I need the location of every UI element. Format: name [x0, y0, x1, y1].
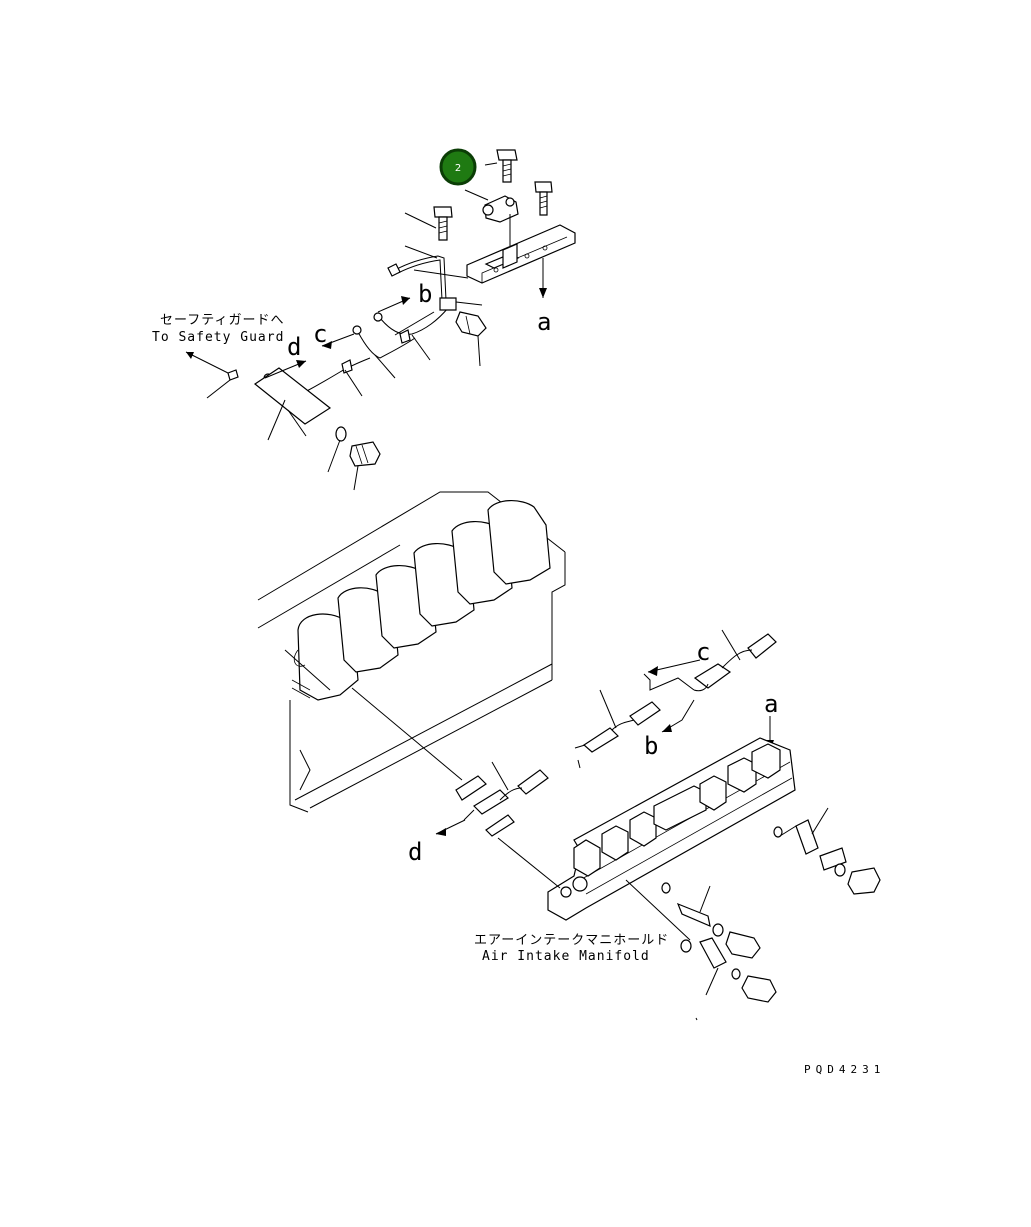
clamp-plate: [253, 367, 332, 437]
air-intake-manifold: [351, 687, 796, 921]
callout-badge[interactable]: 2: [439, 148, 477, 186]
letter-b-top: b: [418, 280, 432, 308]
drawing-code: PQD4231: [804, 1063, 885, 1076]
mounting-bracket: [466, 224, 576, 284]
bolt-top-1: [496, 149, 518, 183]
engine-block: [257, 491, 566, 813]
letter-c-top: c: [313, 320, 327, 348]
bolt-top-3: [433, 206, 453, 241]
top-assembly: [185, 149, 576, 491]
bolt-bottom-left: [335, 426, 381, 467]
safety-guard-label-en: To Safety Guard: [152, 330, 284, 345]
arrows-top: [185, 262, 547, 379]
manifold-label-jp: エアーインテークマニホールド: [474, 933, 669, 948]
harness-b: [574, 689, 661, 769]
harness-c: [693, 629, 777, 692]
sensor-part: [482, 195, 519, 246]
callout-number: 2: [455, 163, 461, 174]
bolt-top-2: [534, 181, 553, 216]
letter-d-bottom: d: [408, 838, 422, 866]
letter-b-bottom: b: [644, 732, 658, 760]
leader-lines-lower: [625, 807, 829, 1021]
cylinder-heads: [284, 500, 551, 701]
letter-a-bottom: a: [764, 690, 778, 718]
leader-lines-top: [206, 162, 544, 491]
safety-guard-label-jp: セーフティガードへ: [160, 313, 284, 328]
lower-harness: [435, 629, 777, 837]
letter-d-top: d: [287, 333, 301, 361]
manifold-label-en: Air Intake Manifold: [482, 949, 650, 964]
bolt-mid: [455, 311, 487, 337]
manifold-hardware: [625, 807, 881, 1021]
letter-c-bottom: c: [696, 638, 710, 666]
harness-d: [455, 761, 549, 837]
letter-a-top: a: [537, 308, 551, 336]
